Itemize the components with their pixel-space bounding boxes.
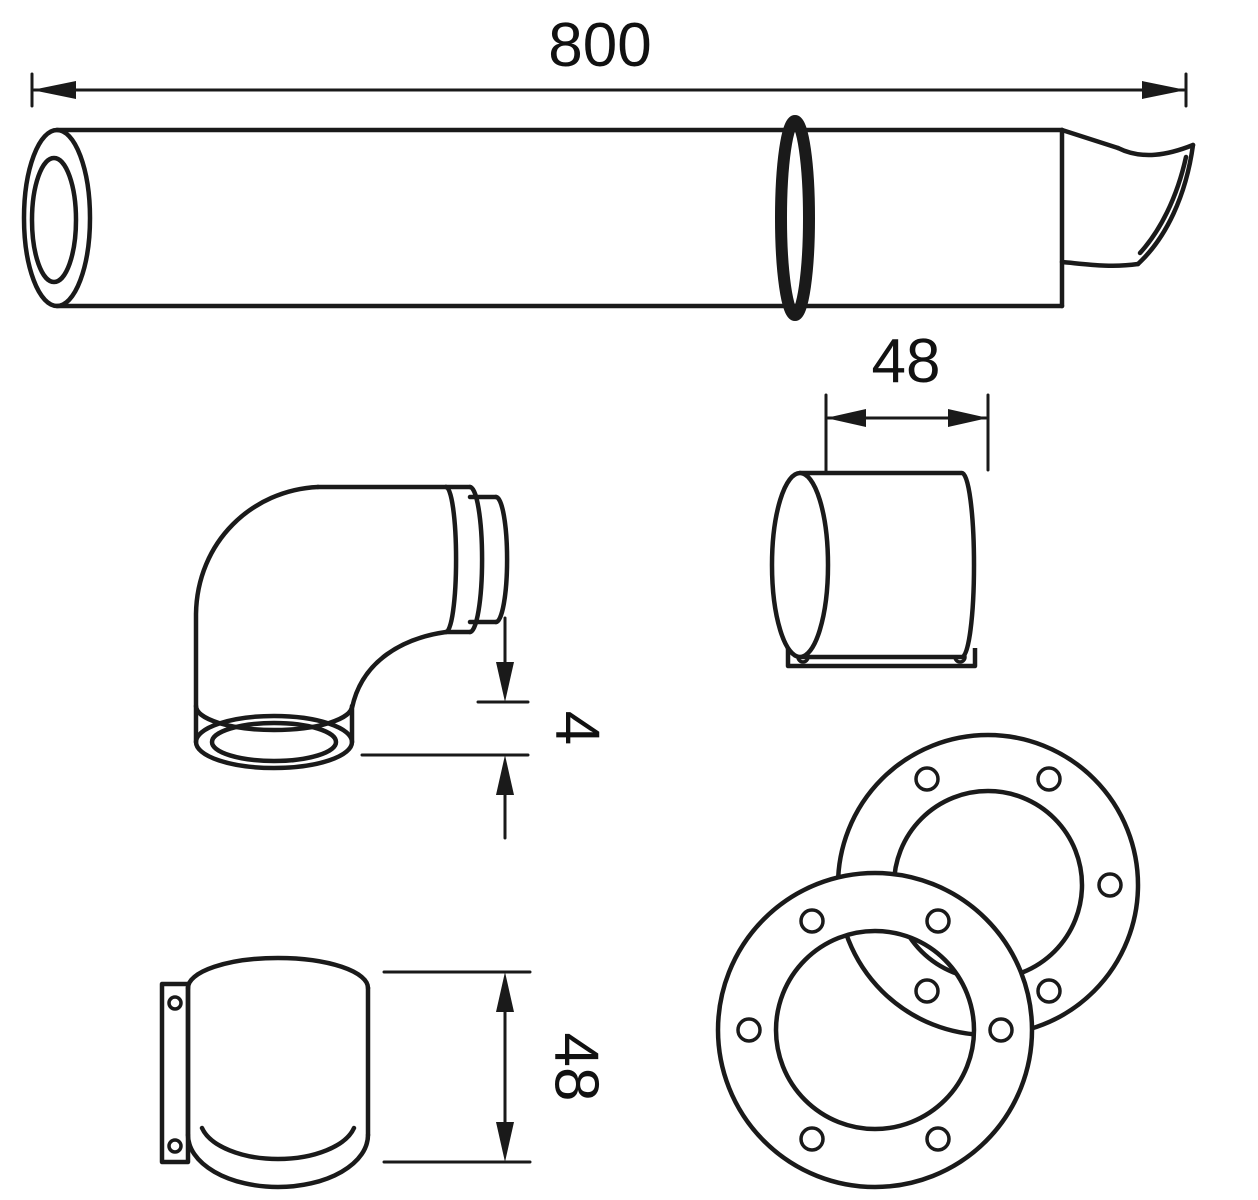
back-flange-bolt-hole [914,766,940,792]
back-flange-bolt-hole [914,978,940,1004]
dimension-sleeve-length: 48 [824,327,990,480]
dimension-label-48-horizontal: 48 [872,327,941,396]
arrowhead-right [1142,81,1186,99]
front-flange-bolt-hole [799,908,825,934]
arrowhead-left [32,81,76,99]
back-flange-bolt-hole [1036,766,1062,792]
wall-plate-hole-bottom [167,1138,183,1154]
sleeve-top-rim-arc [185,955,371,991]
arrowhead-left [826,409,866,427]
arrowhead-up [496,755,514,795]
terminal-tip-edge [1135,142,1196,267]
front-flange-bolt-hole [799,1126,825,1152]
gasket-ring [775,115,815,321]
arrowhead-down [496,1122,514,1162]
collar-inner-rim [209,720,339,764]
terminal-flare-top [1115,142,1196,158]
dimension-label-4: 4 [543,711,612,745]
horizontal-extension-sleeve [769,470,978,669]
sleeve-end-rim [769,470,831,660]
wall-plate [159,981,191,1165]
dimension-pipe-length: 800 [30,11,1188,108]
dimension-sleeve-height: 48 [382,970,611,1164]
dimension-label-800: 800 [548,11,651,80]
sleeve-bottom-outer-arc [185,1132,371,1190]
wall-flange-pair [715,732,1141,1190]
wall-plate-hole-top [167,995,183,1011]
back-flange-bolt-hole [1097,872,1123,898]
pipe-end-inner-rim [29,155,79,285]
collar-joint-arc [193,703,355,733]
coupling-joint-rim [443,484,459,635]
front-flange-bolt-hole [736,1017,762,1043]
dimension-collar-height: 4 [360,616,612,840]
back-flange-bolt-hole [1036,978,1062,1004]
front-flange-bolt-hole [925,908,951,934]
sleeve-bottom-inner-arc [199,1125,357,1162]
terminal-tip-inner-rim [1137,154,1189,256]
dimension-label-48-vertical: 48 [542,1033,611,1102]
coaxial-flue-pipe [21,115,1196,321]
wall-sleeve-with-bracket [159,955,371,1190]
elbow-90-degree [193,484,510,771]
terminal-bottom-edge [1059,259,1141,268]
arrowhead-right [948,409,988,427]
front-flange-bolt-hole [988,1017,1014,1043]
coupling-ring-2-edge [493,494,510,625]
coupling-ring-2 [467,494,499,625]
pipe-end-outer-rim [21,127,93,309]
front-flange-ring [715,870,1035,1190]
arrowhead-down [496,662,514,702]
front-flange-bolt-hole [925,1126,951,1152]
collar-outer-rim [193,713,355,771]
terminal-top-slant [1059,127,1121,151]
coupling-ring-1 [443,484,473,635]
elbow-outer-curve [193,484,321,745]
arrowhead-up [496,972,514,1012]
sleeve-body [797,470,977,660]
coupling-ring-1-edge [467,484,485,635]
elbow-inner-curve [349,629,449,745]
